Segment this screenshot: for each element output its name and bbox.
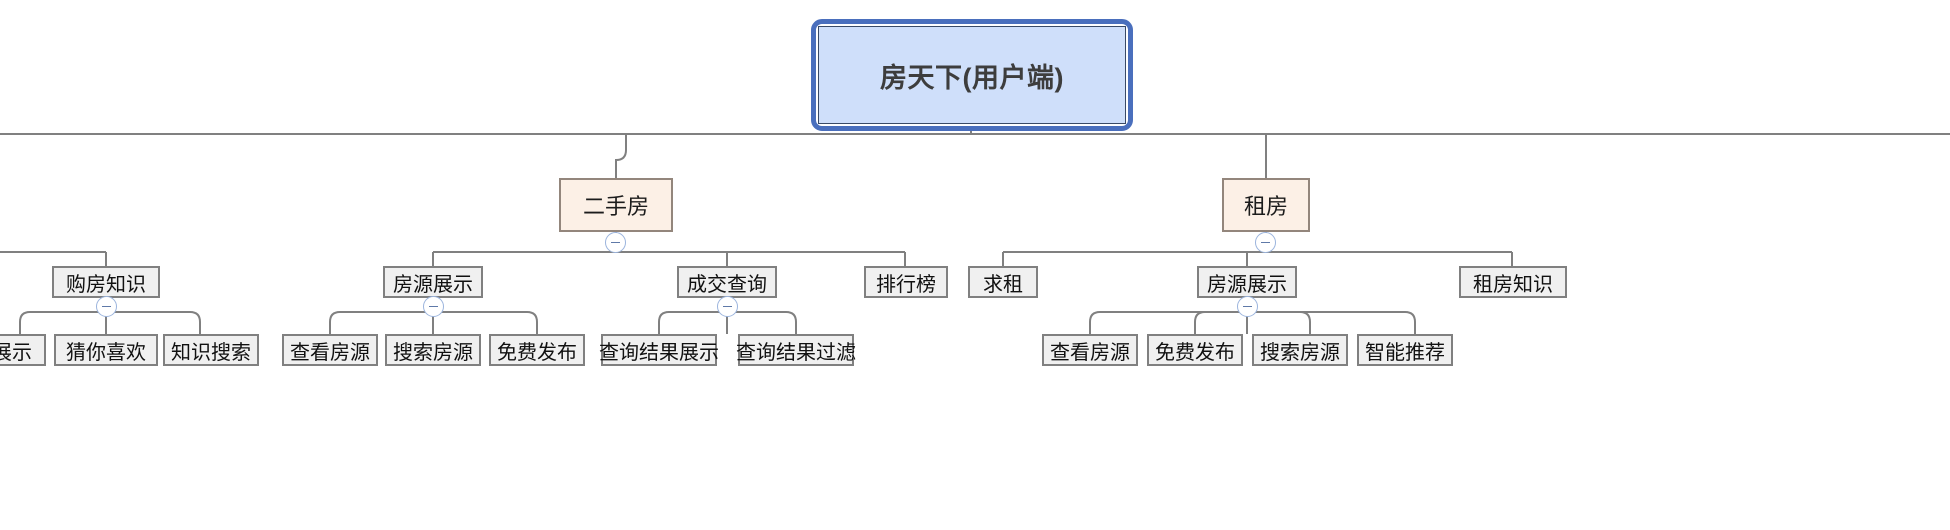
node-leaf-zhishisousuo[interactable]: 知识搜索 — [163, 334, 259, 366]
node-fangyuanzhanshi-zufang[interactable]: 房源展示 — [1197, 266, 1297, 298]
node-leaf-chakanfangyuan-zufang[interactable]: 查看房源 — [1042, 334, 1138, 366]
node-ershoufang[interactable]: 二手房 — [559, 178, 673, 232]
node-paihangbang[interactable]: 排行榜 — [864, 266, 948, 298]
node-leaf-zhanshi-clipped[interactable]: 展示 — [0, 334, 46, 366]
node-qiuzu[interactable]: 求租 — [968, 266, 1038, 298]
collapse-toggle-goufangzhishi[interactable] — [96, 296, 117, 317]
node-root[interactable]: 房天下(用户端) — [818, 26, 1126, 124]
node-leaf-mianfeifabu-ershoufang[interactable]: 免费发布 — [489, 334, 585, 366]
collapse-toggle-chengjiaochaxun[interactable] — [717, 296, 738, 317]
node-leaf-chakanfangyuan-ershoufang[interactable]: 查看房源 — [282, 334, 378, 366]
node-leaf-chaxunjieguozhanshi[interactable]: 查询结果展示 — [599, 334, 719, 366]
node-goufangzhishi[interactable]: 购房知识 — [52, 266, 160, 298]
node-leaf-sousuofangyuan-zufang[interactable]: 搜索房源 — [1252, 334, 1348, 366]
node-leaf-cainixihuan[interactable]: 猜你喜欢 — [54, 334, 158, 366]
node-zufang[interactable]: 租房 — [1222, 178, 1310, 232]
node-fangyuanzhanshi-ershoufang[interactable]: 房源展示 — [383, 266, 483, 298]
node-leaf-sousuofangyuan-ershoufang[interactable]: 搜索房源 — [385, 334, 481, 366]
node-leaf-mianfeifabu-zufang[interactable]: 免费发布 — [1147, 334, 1243, 366]
collapse-toggle-fangyuanzhanshi-ershoufang[interactable] — [423, 296, 444, 317]
node-zufangzhishi[interactable]: 租房知识 — [1459, 266, 1567, 298]
node-chengjiaochaxun[interactable]: 成交查询 — [677, 266, 777, 298]
collapse-toggle-zufang[interactable] — [1255, 232, 1276, 253]
node-leaf-zhinengtuijian[interactable]: 智能推荐 — [1357, 334, 1453, 366]
collapse-toggle-ershoufang[interactable] — [605, 232, 626, 253]
node-leaf-chaxunjieguoguolv[interactable]: 查询结果过滤 — [736, 334, 856, 366]
collapse-toggle-fangyuanzhanshi-zufang[interactable] — [1237, 296, 1258, 317]
